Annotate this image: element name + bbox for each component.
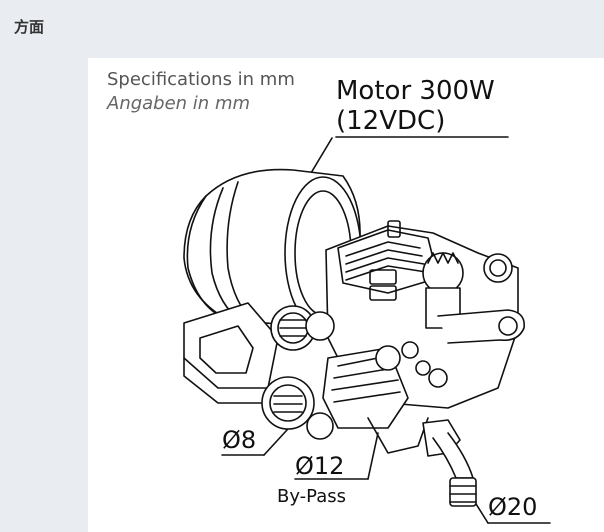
dimension-12: Ø12: [295, 452, 345, 480]
bypass-label: By-Pass: [277, 486, 347, 507]
spec-label-en: Specifications in mm: [107, 69, 295, 90]
motor-label: Motor 300W (12VDC): [336, 76, 495, 136]
spec-label-de: Angaben in mm: [107, 93, 251, 114]
pump-drawing: [183, 136, 551, 524]
section-title: 方面: [14, 18, 45, 36]
dimension-8: Ø8: [222, 426, 257, 454]
motor-power-text: Motor 300W: [336, 76, 495, 106]
motor-voltage-text: (12VDC): [336, 106, 446, 136]
dimension-20: Ø20: [488, 493, 538, 521]
pump-diagram-figure: Specifications in mm Angaben in mm Motor…: [88, 58, 604, 532]
